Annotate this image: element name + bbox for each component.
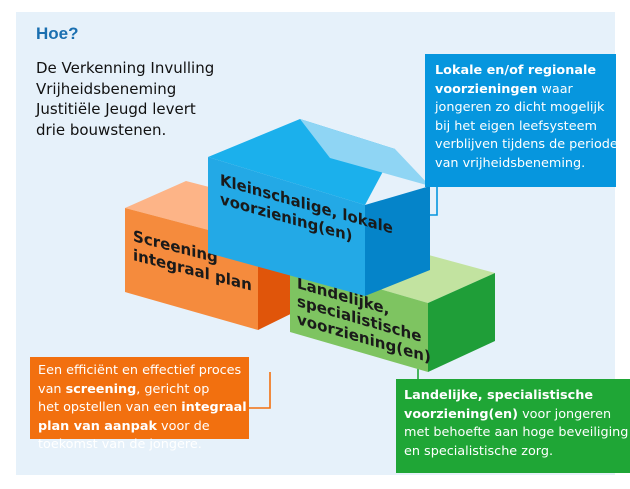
callout-line: plan van aanpak voor de	[38, 418, 210, 434]
intro-text: De Verkenning Invulling Vrijheidsbenemin…	[36, 58, 236, 140]
callout-line: van screening, gericht op	[38, 381, 210, 397]
block-kleinschalig: Kleinschalige, lokale voorziening(en)	[208, 119, 430, 296]
callout-line: van vrijheidsbeneming.	[435, 155, 586, 171]
callout-line: het opstellen van een integraal	[38, 400, 247, 416]
intro-line: Justitiële Jeugd levert	[36, 100, 196, 119]
callout-line: jongeren zo dicht mogelijk	[435, 100, 605, 116]
callout-line: verblijven tijdens de periode	[435, 137, 618, 153]
callout-screening: Een efficiënt en effectief proces van sc…	[30, 357, 249, 452]
callout-line: en specialistische zorg.	[404, 443, 554, 459]
callout-line: voorzieningen waar	[435, 81, 573, 97]
intro-line: De Verkenning Invulling	[36, 59, 215, 77]
callout-line: Landelijke, specialistische	[404, 388, 594, 403]
callout-line: met behoefte aan hoge beveiliging	[404, 425, 629, 441]
callout-line: bij het eigen leefsysteem	[435, 118, 597, 134]
callout-landelijke-voorzieningen: Landelijke, specialistische voorziening(…	[396, 379, 630, 473]
callout-line: voorziening(en) voor jongeren	[404, 406, 612, 422]
callout-line: toekomst van de jongere.	[38, 437, 202, 453]
connector-line-orange	[249, 372, 271, 409]
callout-line: Lokale en/of regionale	[435, 63, 597, 78]
section-title: Hoe?	[36, 24, 79, 43]
callout-line: Een efficiënt en effectief proces	[38, 363, 242, 378]
callout-lokale-voorzieningen: Lokale en/of regionale voorzieningen waa…	[425, 54, 618, 187]
intro-line: Vrijheidsbeneming	[36, 79, 177, 98]
intro-line: drie bouwstenen.	[36, 120, 167, 139]
